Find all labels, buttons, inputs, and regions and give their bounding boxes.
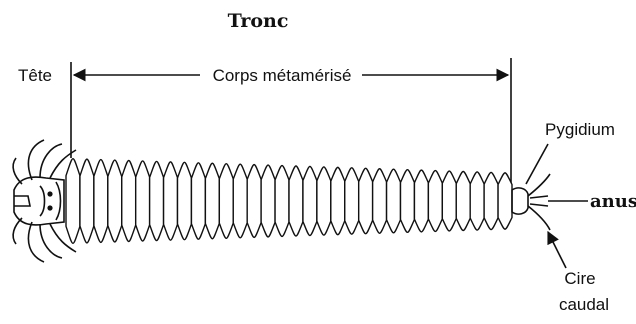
body-segment (162, 161, 179, 241)
body-segment (288, 165, 304, 237)
title-tronc: Tronc (228, 10, 289, 32)
body-segment (79, 158, 95, 244)
body-segment (65, 157, 81, 245)
label-pygidium: Pygidium (545, 120, 615, 139)
label-tete: Tête (18, 66, 52, 85)
body-segment (497, 172, 513, 230)
worm-pygidium (511, 173, 551, 231)
body-segment (357, 167, 374, 235)
label-cire: Cire (564, 269, 595, 288)
body-segment (232, 163, 248, 239)
body-segment (246, 163, 262, 239)
body-segment (176, 161, 193, 241)
body-segment (385, 168, 402, 234)
body-segment (413, 169, 430, 233)
body-segment (148, 160, 165, 242)
body-segment (469, 171, 485, 231)
label-anus: anus (590, 191, 636, 212)
body-segment (107, 159, 123, 243)
body-segment (427, 169, 444, 233)
body-segment (204, 162, 221, 240)
body-segment (134, 160, 151, 242)
body-segment (260, 164, 276, 238)
body-segment (483, 171, 499, 231)
worm-body-segments (65, 157, 513, 245)
body-segment (441, 170, 457, 232)
body-segment (330, 166, 346, 236)
body-segment (455, 170, 471, 232)
pygidium-pointer (525, 143, 549, 185)
cirrus-arrow (547, 230, 567, 269)
worm-head (12, 139, 77, 263)
body-segment (218, 163, 234, 239)
body-segment (316, 166, 332, 236)
body-segment (190, 162, 207, 240)
label-caudal: caudal (559, 295, 609, 314)
body-segment (399, 168, 416, 234)
body-segment (274, 164, 290, 238)
body-segment (302, 165, 318, 237)
body-segment (93, 158, 109, 244)
body-segment (371, 168, 388, 234)
body-segment (344, 167, 360, 235)
label-corps-metamerise: Corps métamérisé (213, 66, 352, 85)
body-segment (121, 159, 137, 243)
